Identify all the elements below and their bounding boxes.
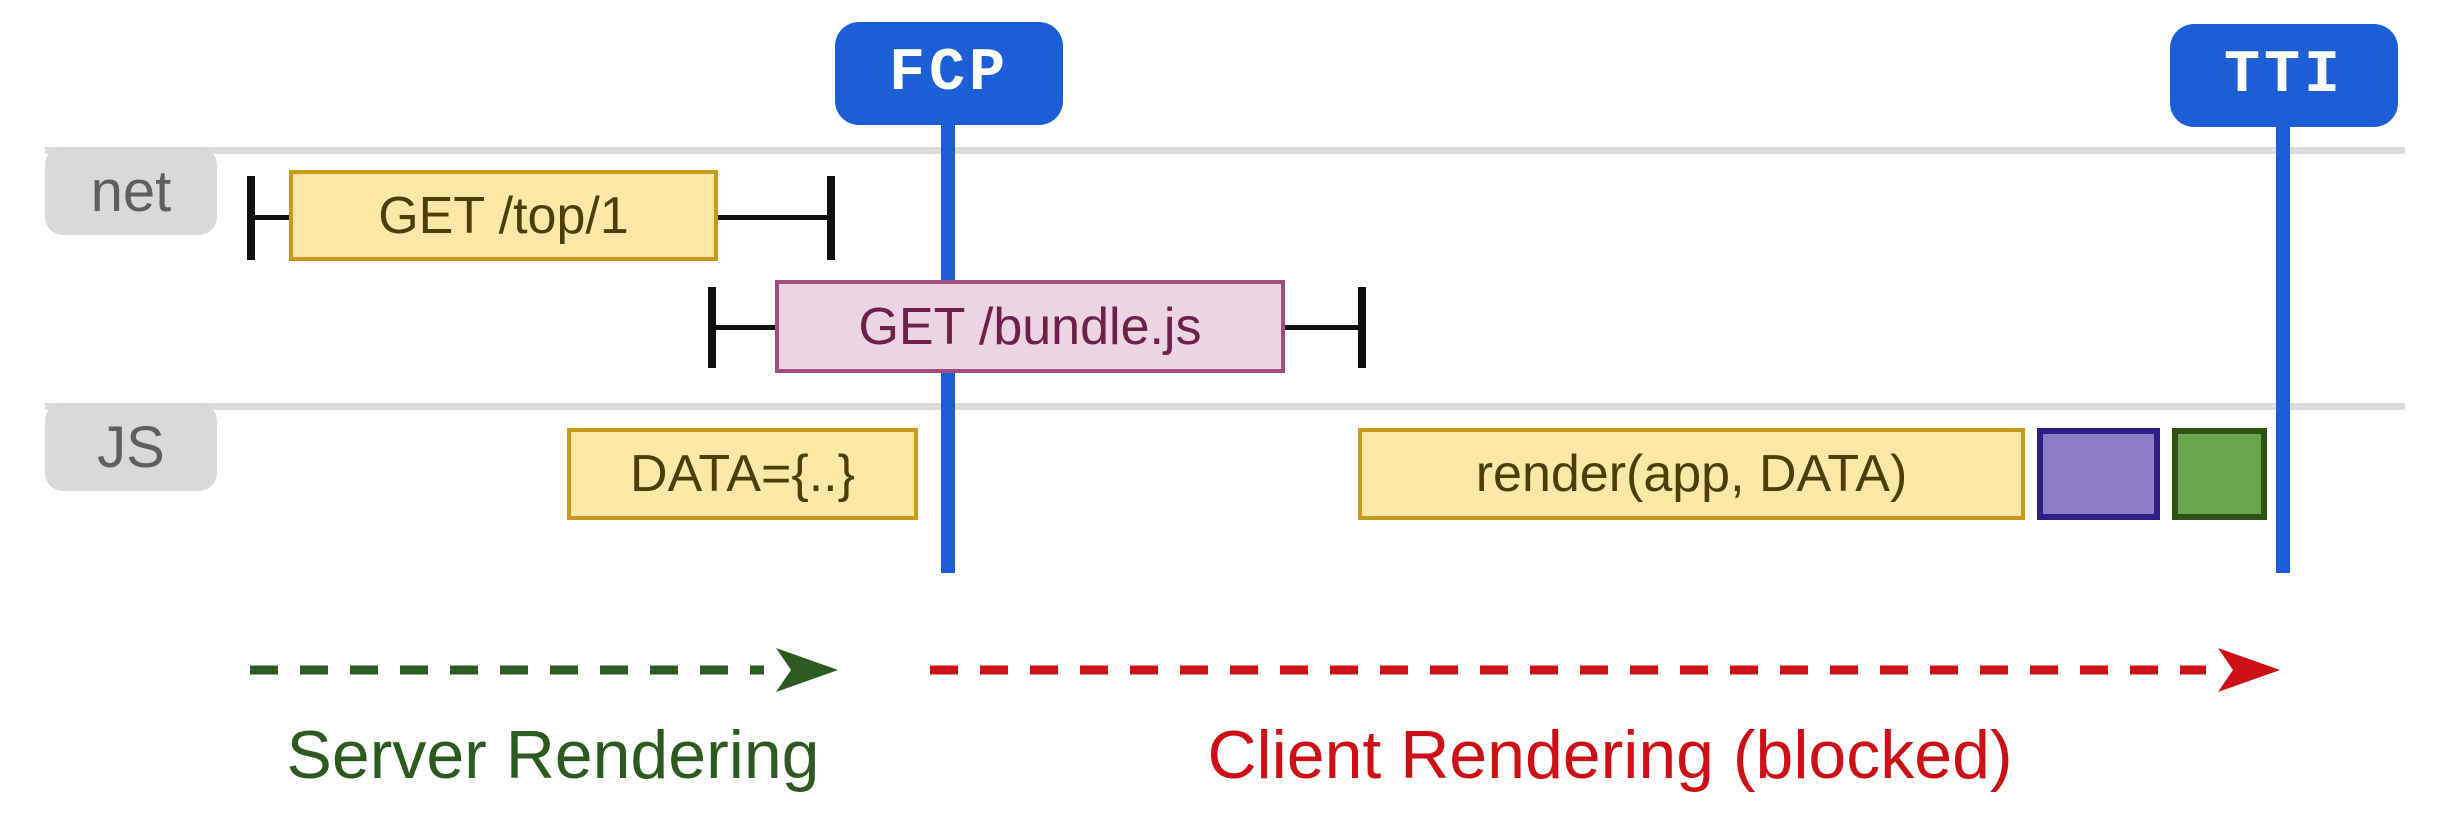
- get-top-bar: GET /top/1: [289, 170, 718, 261]
- get-top-whisker-end-tick: [827, 176, 835, 260]
- server-rendering-label: Server Rendering: [286, 717, 820, 793]
- server-rendering-arrow: [250, 648, 838, 692]
- purple-task-block: [2037, 428, 2160, 520]
- data-assign-bar: DATA={..}: [567, 428, 918, 520]
- net-track-line: [45, 147, 2405, 154]
- client-rendering-arrow: [930, 648, 2280, 692]
- get-bundle-bar: GET /bundle.js: [775, 280, 1285, 373]
- get-bundle-whisker-end-tick: [1358, 287, 1366, 368]
- client-rendering-label: Client Rendering (blocked): [1207, 717, 2013, 793]
- net-track-label: net: [45, 147, 217, 235]
- tti-badge: TTI: [2170, 24, 2398, 127]
- js-track-line: [45, 403, 2405, 410]
- server-arrow-head: [776, 648, 838, 692]
- client-arrow-head: [2218, 648, 2280, 692]
- tti-marker-line: [2276, 126, 2290, 573]
- js-track-label: JS: [45, 403, 217, 491]
- fcp-badge: FCP: [835, 22, 1063, 125]
- render-call-bar: render(app, DATA): [1358, 428, 2025, 520]
- green-task-block: [2172, 428, 2267, 520]
